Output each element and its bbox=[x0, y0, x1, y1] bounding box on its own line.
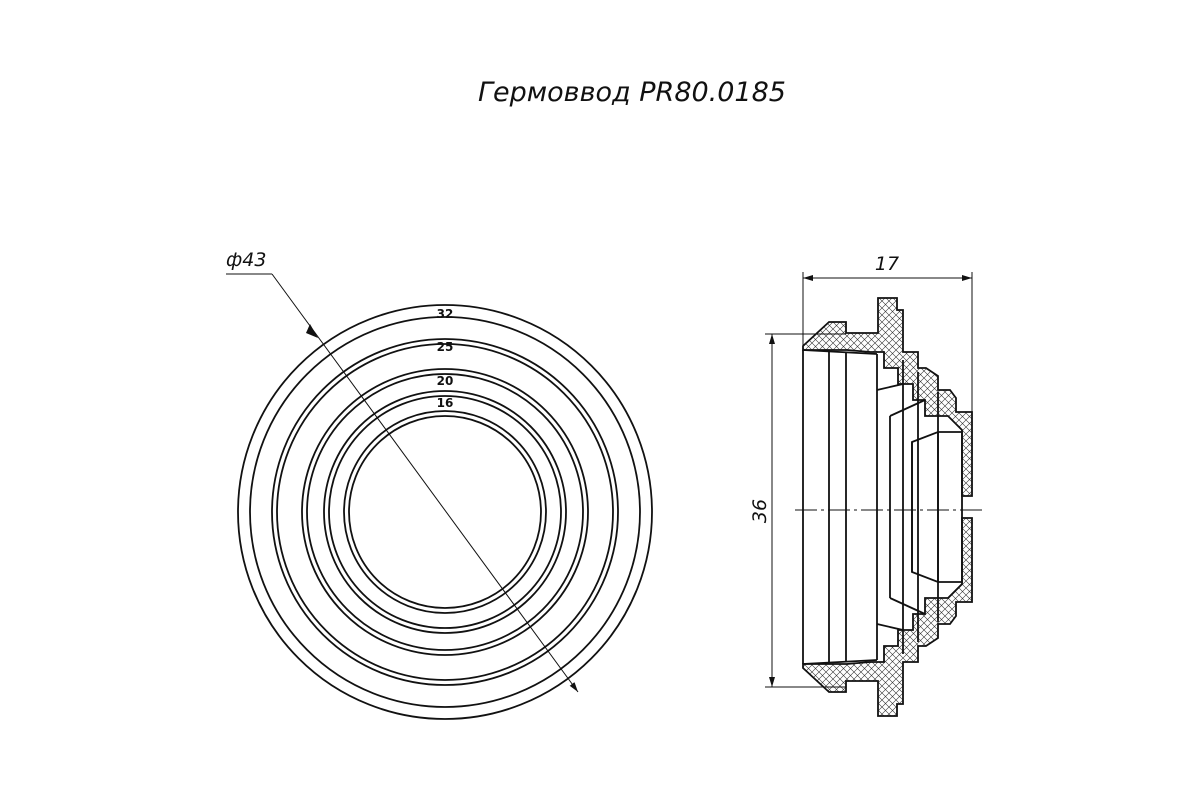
inner-slope-bottom bbox=[889, 597, 926, 615]
inner-cone bbox=[911, 431, 963, 583]
ring-32-inner bbox=[276, 343, 614, 681]
outer-rim bbox=[237, 304, 653, 720]
height-label: 36 bbox=[749, 499, 771, 523]
ring-16-outer bbox=[343, 410, 547, 614]
side-view: 17 36 bbox=[749, 253, 985, 717]
bore-top bbox=[802, 349, 878, 355]
drawing-title: Гермоввод PR80.0185 bbox=[478, 77, 786, 108]
ring-label-32: 32 bbox=[437, 307, 454, 321]
diameter-leader-line bbox=[271, 273, 579, 693]
ring-label-16: 16 bbox=[437, 396, 454, 410]
front-view: 32 25 20 16 ф43 bbox=[226, 249, 653, 720]
ring-label-20: 20 bbox=[437, 374, 454, 388]
ring-25-outer bbox=[301, 368, 589, 656]
ring-25-inner bbox=[306, 373, 584, 651]
ring-20-outer bbox=[323, 390, 567, 634]
section-top bbox=[802, 297, 973, 497]
ring-label-25: 25 bbox=[437, 340, 454, 354]
section-bottom bbox=[802, 517, 973, 717]
inner-slope-top bbox=[889, 399, 926, 417]
ring-20-inner bbox=[328, 395, 562, 629]
ring-32-outer bbox=[271, 338, 619, 686]
chamfer-top bbox=[876, 383, 904, 391]
diameter-label: ф43 bbox=[226, 249, 266, 271]
width-label: 17 bbox=[875, 253, 899, 275]
chamfer-bottom bbox=[876, 623, 904, 631]
flange-step bbox=[249, 316, 641, 708]
diameter-arrow-start bbox=[306, 324, 318, 338]
ring-16-inner bbox=[348, 415, 542, 609]
bore-bottom bbox=[802, 659, 878, 665]
